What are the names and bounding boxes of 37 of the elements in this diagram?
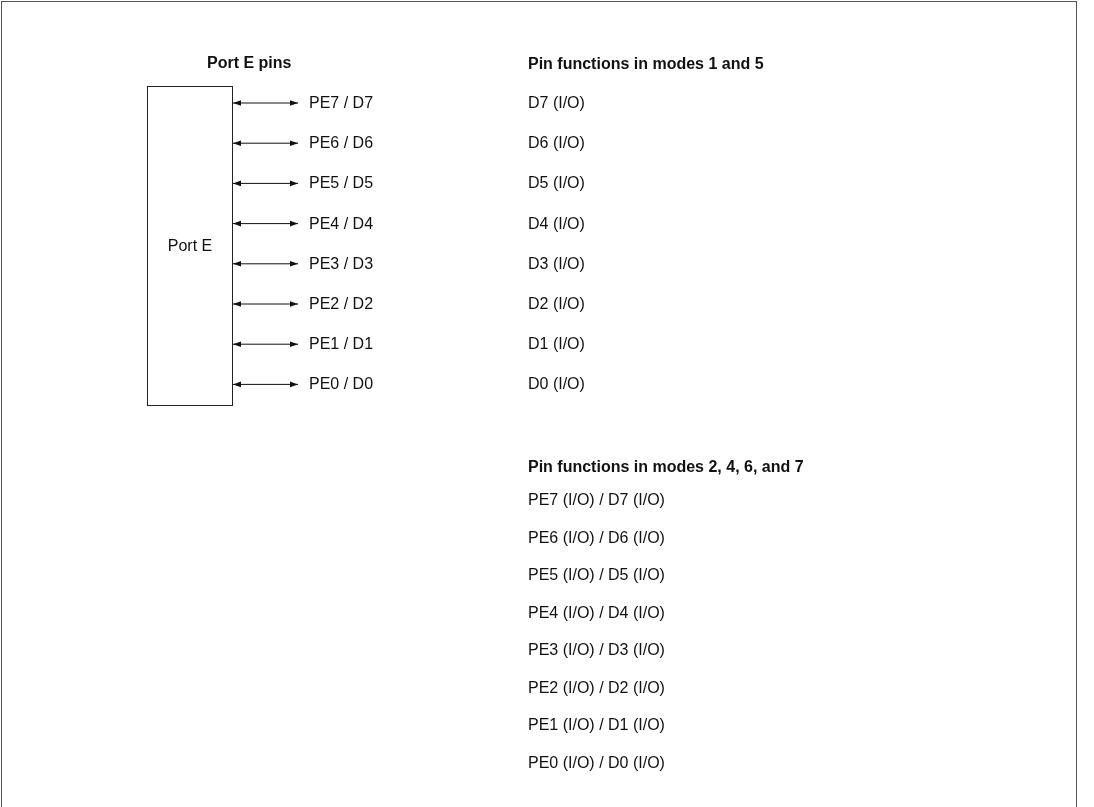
pin-name: PE1 / D1 — [309, 335, 374, 353]
pin-function: PE3 (I/O) / D3 (I/O) — [528, 640, 665, 660]
block-label: Port E — [167, 236, 213, 256]
pin-name: PE0 / D0 — [309, 375, 374, 393]
pin-function: PE5 (I/O) / D5 (I/O) — [528, 565, 665, 585]
pin-function: D3 (I/O) — [528, 253, 585, 274]
heading: Pin functions in modes 2, 4, 6, and 7 — [528, 457, 804, 477]
pin-name: PE7 / D7 — [309, 94, 374, 111]
pin-name: PE4 / D4 — [309, 214, 374, 232]
bidirectional-arrow — [232, 100, 299, 106]
pin-function: D7 (I/O) — [528, 93, 585, 113]
pin-function: D6 (I/O) — [528, 133, 585, 154]
pin-function: D0 (I/O) — [528, 374, 585, 395]
heading: Port E pins — [207, 53, 292, 73]
pin-name: PE2 / D2 — [309, 295, 374, 312]
pin-function: PE7 (I/O) / D7 (I/O) — [528, 490, 665, 510]
bidirectional-arrow — [232, 381, 299, 388]
pin-name: PE3 / D3 — [309, 254, 374, 272]
bidirectional-arrow — [232, 220, 299, 227]
port-block — [147, 86, 233, 406]
bidirectional-arrow — [232, 140, 299, 146]
pin-function: D5 (I/O) — [528, 173, 585, 194]
bidirectional-arrow — [232, 341, 299, 347]
bidirectional-arrow — [232, 180, 299, 187]
heading: Pin functions in modes 1 and 5 — [528, 54, 764, 74]
pin-function: PE4 (I/O) / D4 (I/O) — [528, 602, 665, 623]
pin-function: PE2 (I/O) / D2 (I/O) — [528, 677, 665, 698]
pin-function: PE1 (I/O) / D1 (I/O) — [528, 715, 665, 735]
pin-function: D2 (I/O) — [528, 294, 585, 314]
pin-function: PE6 (I/O) / D6 (I/O) — [528, 527, 665, 548]
pin-function: D4 (I/O) — [528, 213, 585, 234]
pin-function: D1 (I/O) — [528, 334, 585, 355]
bidirectional-arrow — [232, 301, 299, 307]
pin-name: PE5 / D5 — [309, 174, 374, 192]
pin-function: PE0 (I/O) / D0 (I/O) — [528, 752, 665, 773]
pin-name: PE6 / D6 — [309, 134, 374, 152]
bidirectional-arrow — [232, 261, 299, 267]
